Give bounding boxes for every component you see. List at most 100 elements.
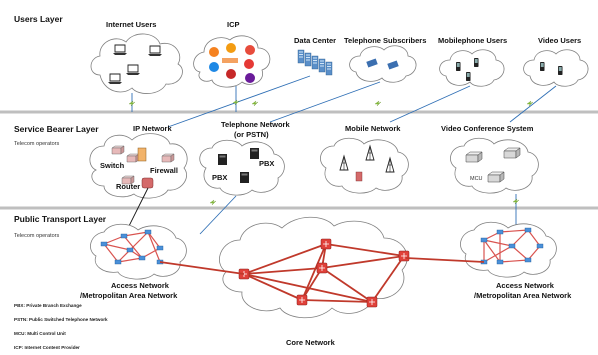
access-node-icon: [508, 243, 516, 249]
downlink-line: [199, 195, 237, 235]
access-node-icon: [144, 229, 152, 235]
data-center-label: Data Center: [294, 36, 336, 45]
mobilephone-icon: [466, 72, 471, 81]
network-link: [483, 245, 513, 263]
video-conference-cloud: [450, 137, 539, 194]
network-link: [499, 259, 529, 263]
laptop-icon: [112, 44, 128, 56]
access-node-icon: [156, 245, 164, 251]
metropolitan-area-network-right-label: /Metropolitan Area Network: [474, 291, 572, 300]
network-link: [527, 245, 541, 261]
access-node-icon: [114, 259, 122, 265]
server-icon: [318, 58, 326, 73]
network-link: [147, 231, 161, 263]
mcu-label: MCU: [470, 176, 483, 182]
network-link: [483, 239, 501, 263]
switch-icon: [126, 153, 140, 163]
base-station-icon: [355, 171, 363, 182]
telephone-subscribers-cloud: [349, 45, 417, 83]
legend-mcu: MCU: Multi Control Unit: [14, 331, 66, 336]
mobilephone-icon: [456, 62, 461, 71]
data-center-group: Data Center: [294, 36, 336, 76]
switch-icon: [111, 145, 125, 155]
user-uplinks: [128, 75, 557, 128]
switch-label: Switch: [100, 161, 125, 170]
rss-logo-icon: [226, 43, 236, 53]
mobilephone-users-group: Mobilephone Users: [438, 36, 507, 87]
icp-logo-icon: [244, 59, 254, 69]
access-node-icon: [496, 229, 504, 235]
abbreviation-legend: PBX: Private Branch Exchange PSTN: Publi…: [14, 303, 108, 350]
internet-users-group: Internet Users: [90, 20, 183, 94]
service-telecom-operators: Telecom operators: [14, 141, 59, 147]
firewall-label: Firewall: [150, 166, 178, 175]
public-transport-layer-title: Public Transport Layer: [14, 214, 107, 224]
service-bearer-layer-title: Service Bearer Layer: [14, 124, 99, 134]
video-terminal-icon: [503, 147, 521, 159]
access-node-icon: [480, 237, 488, 243]
network-link: [301, 267, 323, 301]
switch-icon: [161, 153, 175, 163]
network-link: [117, 257, 143, 263]
video-terminal-icon: [465, 151, 483, 163]
lightning-icon: [374, 100, 382, 107]
mobilephone-users-cloud: [439, 49, 505, 87]
icp-logo-icon: [245, 45, 255, 55]
mobile-network-label: Mobile Network: [345, 124, 401, 133]
laptop-icon: [125, 64, 141, 76]
access-node-icon: [536, 243, 544, 249]
core-router-icon: [316, 262, 328, 274]
mcu-icon: [487, 171, 505, 183]
network-link: [243, 273, 303, 301]
legend-pstn: PSTN: Public Switched Telephone Network: [14, 317, 108, 322]
icp-group: ICP: [193, 20, 271, 88]
internet-users-label: Internet Users: [106, 20, 156, 29]
access-node-icon: [126, 247, 134, 253]
core-router-icon: [296, 294, 308, 306]
uplink-line: [167, 75, 311, 128]
legend-pbx: PBX: Private Branch Exchange: [14, 303, 82, 308]
uplink-line: [269, 81, 381, 123]
laptop-icon: [107, 73, 123, 85]
users-layer-title: Users Layer: [14, 14, 63, 24]
pbx-icon: [240, 172, 249, 183]
core-network-cloud: [219, 216, 408, 319]
metropolitan-area-network-left-label: /Metropolitan Area Network: [80, 291, 178, 300]
network-link: [243, 267, 323, 275]
pbx-label: PBX: [259, 159, 274, 168]
network-link: [147, 231, 161, 249]
access-network-left-group: Access Network /Metropolitan Area Networ…: [80, 223, 187, 300]
icp-logo-icon: [226, 69, 236, 79]
video-users-cloud: [523, 49, 589, 87]
access-node-icon: [100, 241, 108, 247]
access-network-right-group: Access Network /Metropolitan Area Networ…: [460, 221, 572, 300]
telephone-icon: [366, 58, 378, 68]
router-label: Router: [116, 182, 140, 191]
shop-logo-icon: [222, 58, 238, 63]
network-link: [511, 245, 529, 261]
internet-users-cloud: [90, 33, 183, 94]
telephone-subscribers-group: Telephone Subscribers: [344, 36, 426, 83]
server-icon: [325, 61, 333, 76]
yahoo-logo-icon: [245, 73, 255, 83]
mobile-network-group: Mobile Network: [320, 124, 409, 194]
video-conference-label: Video Conference System: [441, 124, 534, 133]
core-router-icon: [366, 296, 378, 308]
telephone-network-label: Telephone Network: [221, 120, 290, 129]
network-link: [103, 243, 131, 251]
icp-logo-icon: [209, 62, 219, 72]
access-network-right-label: Access Network: [496, 281, 555, 290]
router-downlink: [125, 187, 149, 233]
access-network-left-label: Access Network: [111, 281, 170, 290]
telephone-subscribers-label: Telephone Subscribers: [344, 36, 426, 45]
laptop-icon: [147, 45, 163, 57]
icp-label: ICP: [227, 20, 240, 29]
network-link: [243, 243, 327, 275]
firewall-icon: [137, 147, 147, 162]
lightning-icon: [251, 100, 259, 107]
mobile-network-cloud: [320, 137, 409, 194]
core-network-label: Core Network: [286, 338, 336, 347]
network-link: [103, 235, 125, 245]
ip-network-group: IP Network Switch Firewall Router: [89, 124, 188, 199]
